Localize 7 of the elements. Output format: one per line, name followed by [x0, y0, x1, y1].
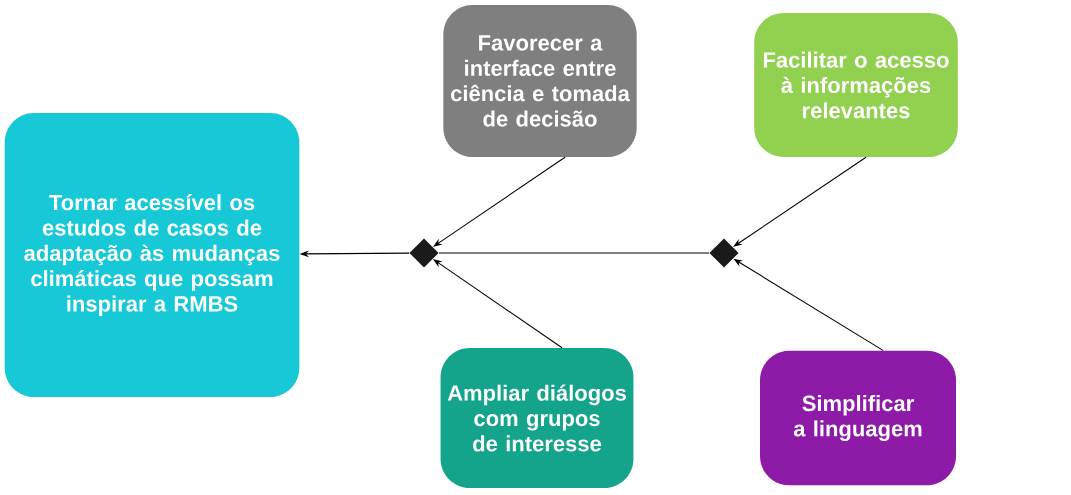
goal-box: Tornar acessível os estudos de casos de adaptação às mudanças climáticas que possam inspirar a RMBS	[4, 113, 300, 397]
goal-box: Ampliar diálogos com grupos de interesse	[440, 348, 634, 488]
goal-box: Simplificar a linguagem	[760, 350, 956, 486]
junction-diamond	[409, 238, 439, 268]
goal-box: Facilitar o acesso à informações relevantes	[754, 13, 958, 157]
goal-box: Favorecer a interface entre ciência e tomada de decisão	[443, 5, 637, 157]
junction-diamond	[709, 238, 739, 268]
